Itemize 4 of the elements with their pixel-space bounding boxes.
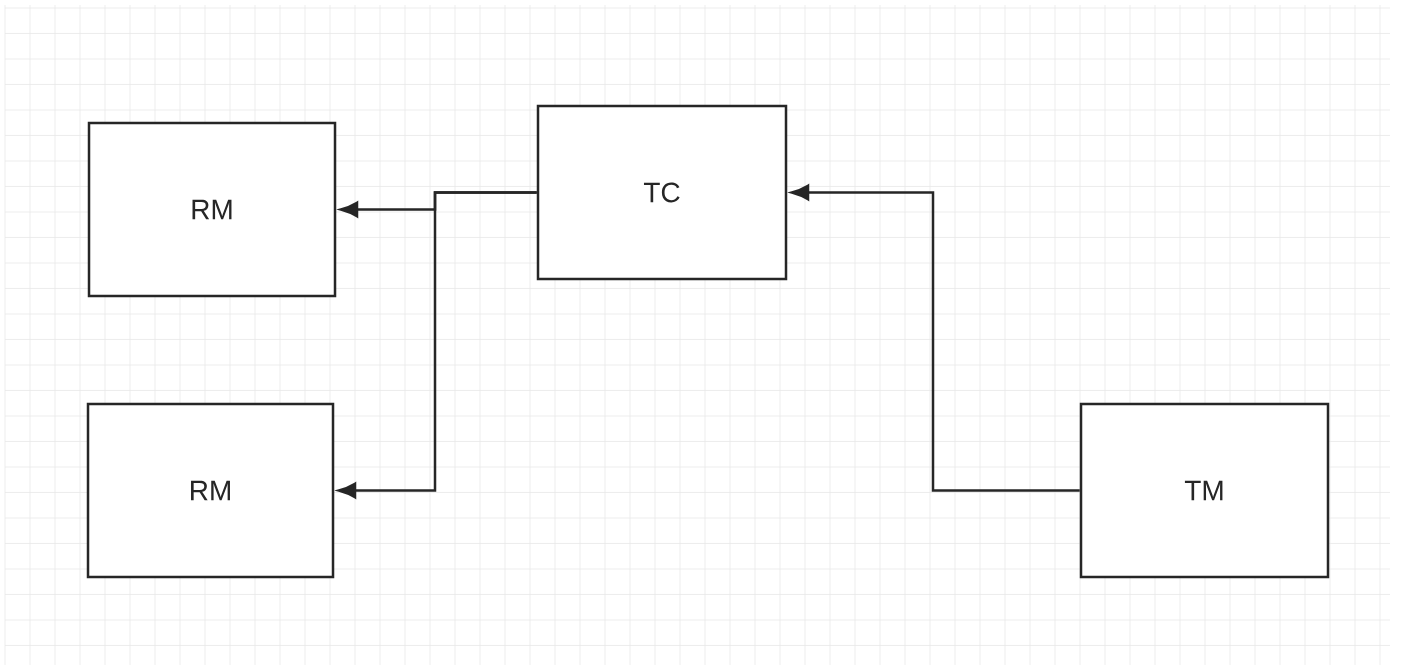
process-box: RM: [86, 402, 335, 579]
process-box: RM: [87, 121, 337, 298]
process-box: TC: [536, 104, 788, 281]
process-box: TM: [1079, 402, 1330, 579]
